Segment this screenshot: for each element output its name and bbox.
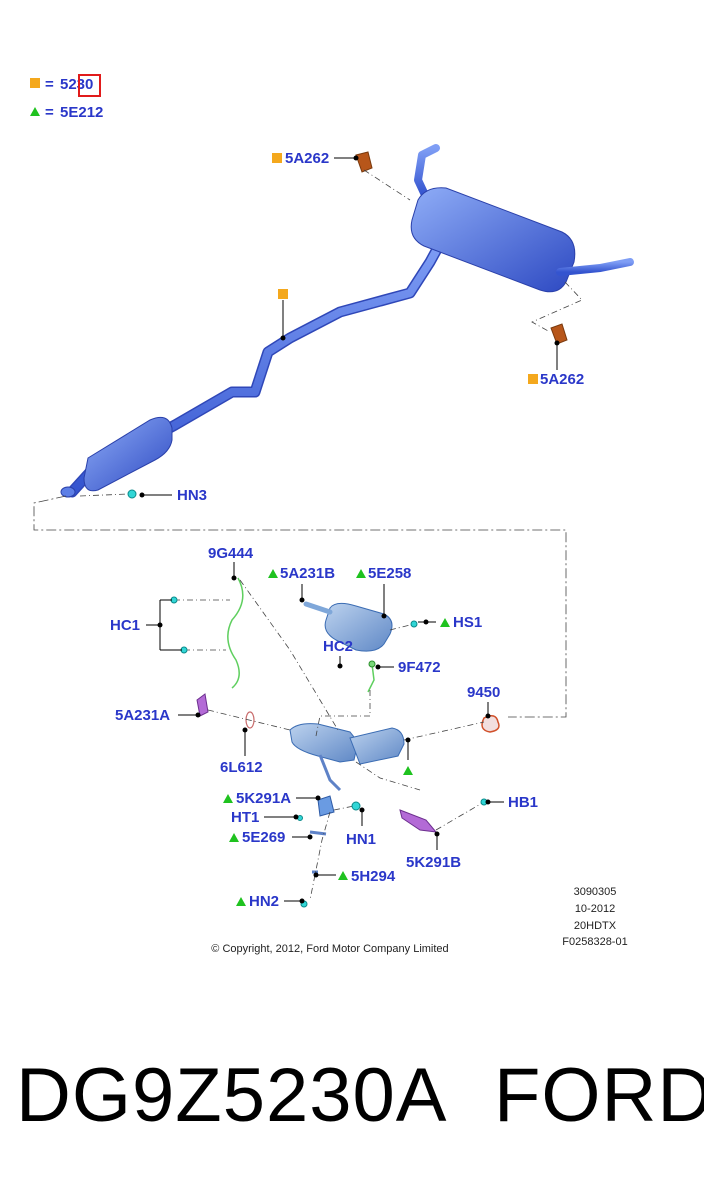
part-number: DG9Z5230A: [16, 1053, 448, 1138]
info-line-3: 20HDTX: [574, 920, 617, 932]
label-5e269: 5E269: [242, 829, 285, 846]
triangle-marker-icon: [440, 618, 450, 627]
square-marker-icon: [528, 374, 538, 384]
square-marker-icon: [30, 78, 40, 88]
hanger-top: 5A262: [272, 150, 411, 201]
square-marker-icon: [278, 289, 288, 299]
label-5a231b: 5A231B: [280, 565, 335, 582]
legend-triangle-prefix: =: [45, 104, 54, 121]
highlight-box: [78, 74, 101, 97]
pipe-marker: [278, 289, 288, 341]
triangle-marker-icon: [338, 871, 348, 880]
triangle-marker-icon: [356, 569, 366, 578]
part-labels: 9G444 5A231B 5E258 HC1 HS1 HC2 9F472: [110, 545, 538, 910]
label-5a231a: 5A231A: [115, 707, 170, 724]
label-9g444: 9G444: [208, 545, 254, 562]
legend-square-prefix: =: [45, 76, 54, 93]
triangle-marker-icon: [236, 897, 246, 906]
label-hanger-right: 5A262: [540, 371, 584, 388]
triangle-marker-icon: [268, 569, 278, 578]
label-hc1: HC1: [110, 617, 140, 634]
label-5e258: 5E258: [368, 565, 411, 582]
brand-name: FORD: [494, 1053, 704, 1138]
triangle-marker-icon: [403, 766, 413, 775]
label-hc2: HC2: [323, 638, 353, 655]
legend: = 5230 = 5E212: [30, 74, 103, 121]
info-line-2: 10-2012: [575, 903, 615, 915]
label-9f472: 9F472: [398, 659, 441, 676]
info-line-4: F0258328-01: [562, 936, 627, 948]
drawing-info: 3090305 10-2012 20HDTX F0258328-01: [562, 886, 627, 948]
copyright-text: © Copyright, 2012, Ford Motor Company Li…: [211, 943, 448, 955]
triangle-marker-icon: [229, 833, 239, 842]
clamp-hn3: HN3: [33, 487, 567, 718]
label-hn1: HN1: [346, 831, 376, 848]
label-hanger-top: 5A262: [285, 150, 329, 167]
label-hn3: HN3: [177, 487, 207, 504]
legend-triangle-code: 5E212: [60, 104, 103, 121]
triangle-marker-icon: [30, 107, 40, 116]
exhaust-system-diagram: = 5230 = 5E212 5A262 5A262: [30, 74, 634, 955]
label-9450: 9450: [467, 684, 500, 701]
label-hs1: HS1: [453, 614, 482, 631]
rear-exhaust-assembly: [60, 144, 634, 498]
label-hb1: HB1: [508, 794, 538, 811]
label-6l612: 6L612: [220, 759, 263, 776]
square-marker-icon: [272, 153, 282, 163]
hanger-right: 5A262: [528, 281, 584, 388]
front-exhaust-assembly: [170, 577, 500, 908]
label-5k291a: 5K291A: [236, 790, 291, 807]
triangle-marker-icon: [223, 794, 233, 803]
legend-square-code: 5230: [60, 76, 93, 93]
label-5h294: 5H294: [351, 868, 396, 885]
info-line-1: 3090305: [574, 886, 617, 898]
label-hn2: HN2: [249, 893, 279, 910]
label-ht1: HT1: [231, 809, 259, 826]
label-5k291b: 5K291B: [406, 854, 461, 871]
